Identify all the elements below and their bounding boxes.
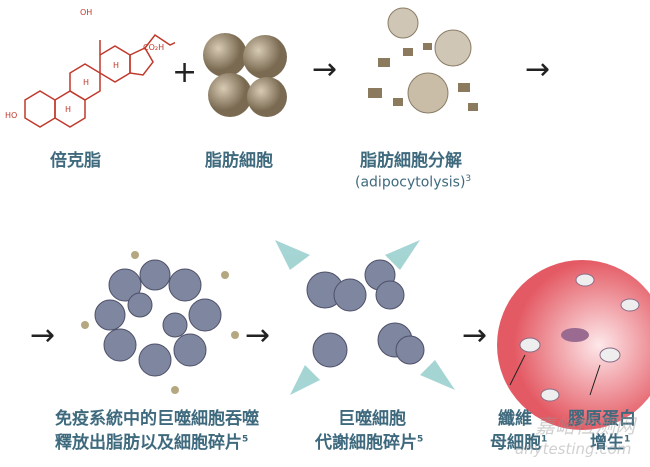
fibroblast-label-line1: 纖維 <box>498 409 532 429</box>
arrow-right: → <box>525 52 551 87</box>
h-label: H <box>113 61 119 70</box>
watermark-cn: 嘉峪检测网 <box>535 414 635 438</box>
deoxycholic-acid-structure: OH HO CO₂H H H H <box>5 8 175 128</box>
adipocytolysis-image <box>368 7 478 114</box>
collagen-label-line1: 膠原蛋白 <box>568 409 636 429</box>
collagen-label-line2: 增生1 <box>590 433 631 453</box>
fat-cells-image <box>203 33 287 117</box>
fat-cells-label: 脂肪細胞 <box>205 151 273 171</box>
phagocytosis-label-line2: 釋放出脂肪以及細胞碎片5 <box>55 433 249 453</box>
deoxycholic-acid-label: 倍克脂 <box>50 151 101 171</box>
arrow-right: → <box>312 52 338 87</box>
plus-sign: + <box>172 55 198 90</box>
h-label: H <box>83 78 89 87</box>
collagen-regeneration-image <box>497 260 650 430</box>
co2h-label: CO₂H <box>143 43 164 52</box>
macrophage-label: 巨噬細胞 <box>338 409 406 429</box>
phagocytosis-label-line1: 免疫系統中的巨噬細胞吞噬 <box>55 409 259 429</box>
oh-label: OH <box>80 8 92 17</box>
watermark-en: anytesting.com <box>515 440 632 458</box>
arrow-right: → <box>30 318 56 353</box>
h-label: H <box>65 105 71 114</box>
fibroblast-label-line2: 母細胞1 <box>490 433 548 453</box>
ho-label: HO <box>5 111 17 120</box>
adipocytolysis-label: 脂肪細胞分解 <box>360 151 462 171</box>
adipocytolysis-term: (adipocytolysis)3 <box>355 174 472 191</box>
metabolism-label: 代謝細胞碎片5 <box>315 433 424 453</box>
arrow-right: → <box>245 318 271 353</box>
arrow-right: → <box>462 318 488 353</box>
macrophage-metabolism-image <box>275 240 455 395</box>
macrophage-phagocytosis-image <box>81 251 239 394</box>
